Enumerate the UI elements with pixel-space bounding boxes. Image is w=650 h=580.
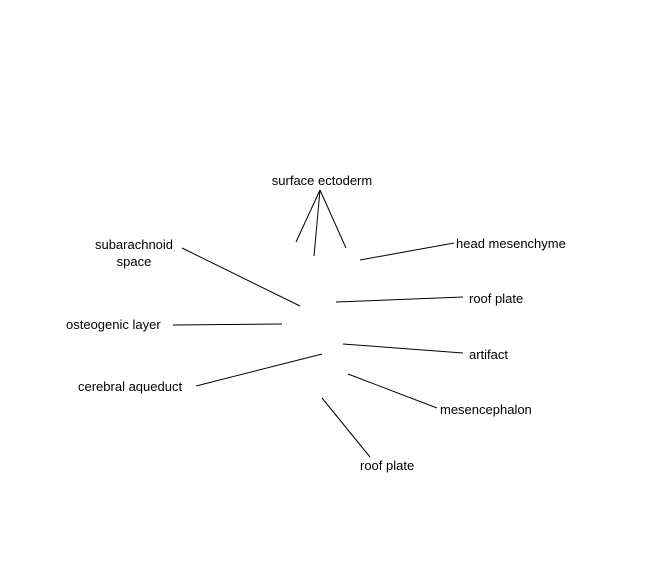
leader-surface-ectoderm-b (313, 189, 321, 257)
label-subarachnoid-space: subarachnoid space (84, 236, 184, 270)
label-subarachnoid-space-line1: subarachnoid (94, 237, 174, 252)
leader-cerebral-aqueduct (195, 353, 323, 387)
label-osteogenic-layer: osteogenic layer (66, 317, 161, 332)
leader-roof-plate-upper (335, 296, 464, 303)
label-subarachnoid-space-line2: space (116, 254, 152, 269)
leader-surface-ectoderm-a (295, 189, 321, 243)
leader-mesencephalon (347, 373, 438, 409)
label-artifact: artifact (469, 347, 509, 362)
leader-subarachnoid-space (181, 247, 301, 307)
label-cerebral-aqueduct: cerebral aqueduct (78, 379, 183, 394)
leader-roof-plate-lower (321, 397, 371, 458)
leader-surface-ectoderm-c (319, 189, 347, 249)
label-surface-ectoderm: surface ectoderm (271, 173, 373, 188)
label-head-mesenchyme: head mesenchyme (456, 236, 566, 251)
leader-artifact (342, 343, 464, 354)
label-roof-plate-lower: roof plate (360, 458, 415, 473)
label-mesencephalon: mesencephalon (440, 402, 532, 417)
leader-osteogenic-layer (172, 323, 283, 326)
leader-head-mesenchyme (359, 242, 455, 261)
label-roof-plate-upper: roof plate (469, 291, 524, 306)
